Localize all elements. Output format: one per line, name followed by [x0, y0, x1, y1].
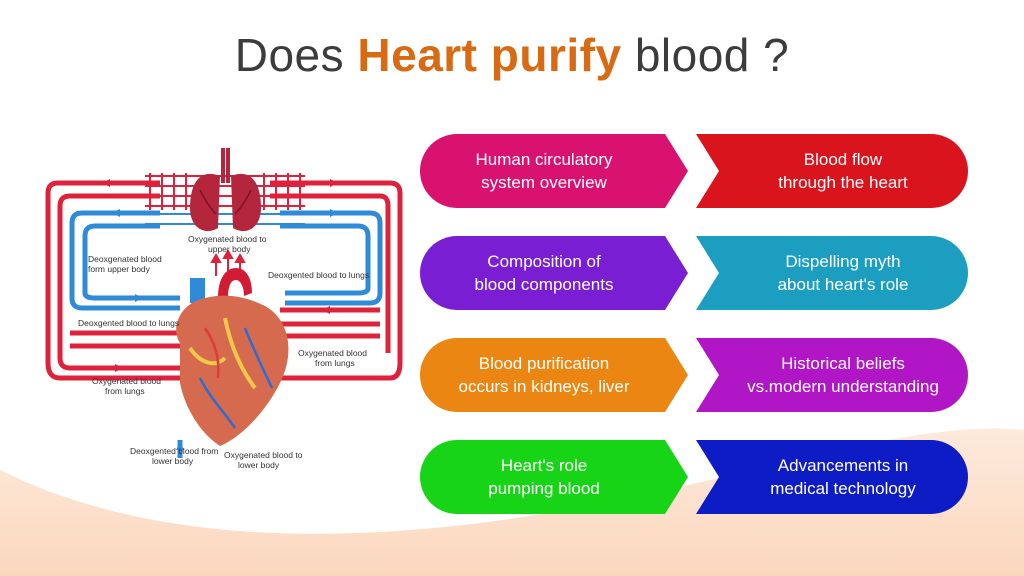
card-medical-technology: Advancements in medical technology [696, 440, 968, 514]
card-line: Heart's role [500, 456, 588, 475]
card-line: Historical beliefs [781, 354, 905, 373]
artery-right-outer [270, 180, 403, 381]
card-blood-flow: Blood flow through the heart [696, 134, 968, 208]
lung-grid-blue [145, 213, 305, 225]
card-line: Advancements in [777, 456, 909, 475]
diagram-labels: Oxygenated blood to upper body Deoxgenat… [78, 234, 369, 470]
title-suffix: blood ? [621, 29, 790, 81]
artery-outer-loop [45, 180, 190, 381]
vein-right-inner [280, 223, 371, 296]
card-dispelling-myth: Dispelling myth about heart's role [696, 236, 968, 310]
label-oxy-from-lungs-left-2: from lungs [105, 386, 145, 396]
label-deoxy-upper-2: form upper body [88, 264, 151, 274]
lungs-icon [190, 148, 261, 232]
blue-loops [69, 210, 383, 458]
card-line: through the heart [778, 173, 908, 192]
label-oxy-from-lungs-left: Oxygenated blood [92, 376, 161, 386]
title-prefix: Does [234, 29, 358, 81]
card-historical-beliefs: Historical beliefs vs.modern understandin… [696, 338, 968, 412]
arrowheads-blue [112, 209, 338, 450]
card-line: system overview [481, 173, 607, 192]
circulatory-diagram: Oxygenated blood to upper body Deoxgenat… [45, 148, 403, 470]
heart-icon [176, 268, 289, 446]
card-blood-purification: Blood purification occurs in kidneys, liv… [420, 338, 688, 412]
label-deoxy-lungs-right: Deoxgented blood to lungs [268, 270, 369, 280]
card-line: blood components [474, 275, 614, 294]
card-blood-composition: Composition of blood components [420, 236, 688, 310]
page-title: Does Heart purify blood ? [0, 28, 1024, 82]
label-oxy-from-lungs-right-2: from lungs [315, 358, 355, 368]
up-arrows [210, 248, 246, 276]
label-oxy-from-lungs-right: Oxygenated blood [298, 348, 367, 358]
artery-bottom [57, 357, 190, 371]
card-line: Dispelling myth [785, 252, 901, 271]
artery-inner-loop [57, 193, 160, 358]
card-line: Blood flow [803, 150, 883, 169]
card-line: vs.modern understanding [747, 377, 939, 396]
card-line: pumping blood [488, 479, 600, 498]
vein-left-loop [69, 210, 180, 311]
label-deoxy-upper: Deoxgenated blood [88, 254, 162, 264]
card-line: Blood purification [478, 354, 610, 373]
artery-right-inner [270, 193, 391, 353]
label-deoxy-lower: Deoxgented blood from [130, 446, 218, 456]
label-oxy-upper: Oxygenated blood to [188, 234, 267, 244]
card-line: medical technology [770, 479, 916, 498]
card-heart-role: Heart's role pumping blood [420, 440, 688, 514]
card-line: Human circulatory [475, 150, 613, 169]
red-loops [45, 180, 403, 381]
arrowheads [102, 179, 338, 372]
card-line: about heart's role [777, 275, 909, 294]
vein-left-inner [82, 223, 180, 301]
label-deoxy-lower-2: lower body [152, 456, 194, 466]
card-line: occurs in kidneys, liver [458, 377, 630, 396]
label-oxy-lower: Oxygenated blood to [224, 450, 303, 460]
label-oxy-lower-2: lower body [238, 460, 280, 470]
title-highlight: Heart purify [357, 29, 622, 81]
card-line: Composition of [487, 252, 601, 271]
label-oxy-upper-2: upper body [208, 244, 251, 254]
vein-right-loop [280, 210, 383, 306]
label-deoxy-lungs-left: Deoxgented blood to lungs [78, 318, 179, 328]
card-circulatory-overview: Human circulatory system overview [420, 134, 688, 208]
